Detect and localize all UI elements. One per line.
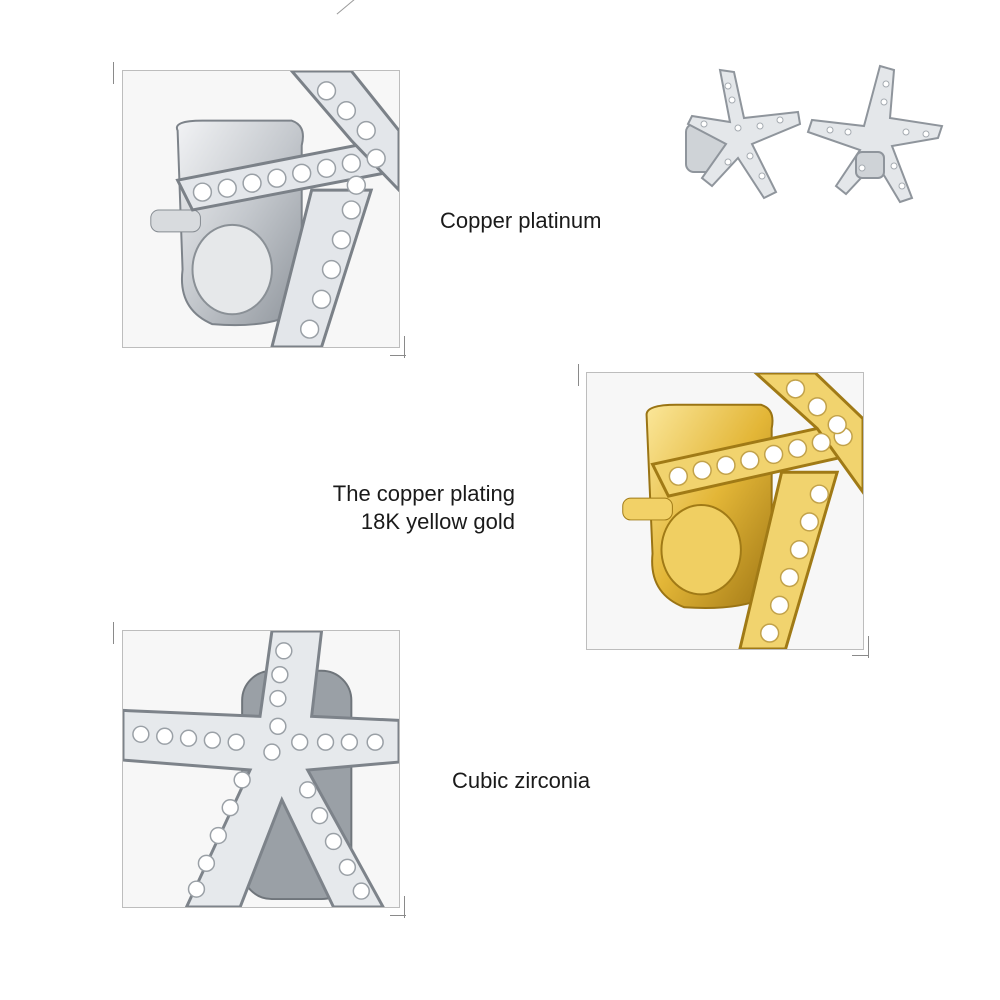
caption-copper-platinum: Copper platinum (440, 208, 602, 233)
silver-earring-closeup-image (123, 71, 399, 347)
frame-corner-mark (404, 336, 405, 358)
frame-corner-mark (390, 355, 406, 356)
earring-pair-photo (680, 62, 950, 212)
caption-gold-plating: The copper plating 18K yellow gold (332, 481, 515, 534)
silver-closeup-photo (122, 70, 400, 348)
frame-corner-mark (868, 636, 869, 658)
zirconia-starfish-image (123, 631, 399, 907)
frame-corner-mark (113, 622, 114, 644)
frame-corner-mark (852, 655, 868, 656)
starfish-earring-pair-image (685, 64, 944, 204)
frame-corner-mark (390, 915, 406, 916)
frame-corner-mark (578, 364, 579, 386)
caption-cubic-zirconia: Cubic zirconia (452, 768, 591, 793)
zirconia-closeup-photo (122, 630, 400, 908)
decorative-line (336, 0, 368, 15)
gold-earring-closeup-image (587, 373, 863, 649)
gold-closeup-photo (586, 372, 864, 650)
frame-corner-mark (113, 62, 114, 84)
frame-corner-mark (404, 896, 405, 918)
